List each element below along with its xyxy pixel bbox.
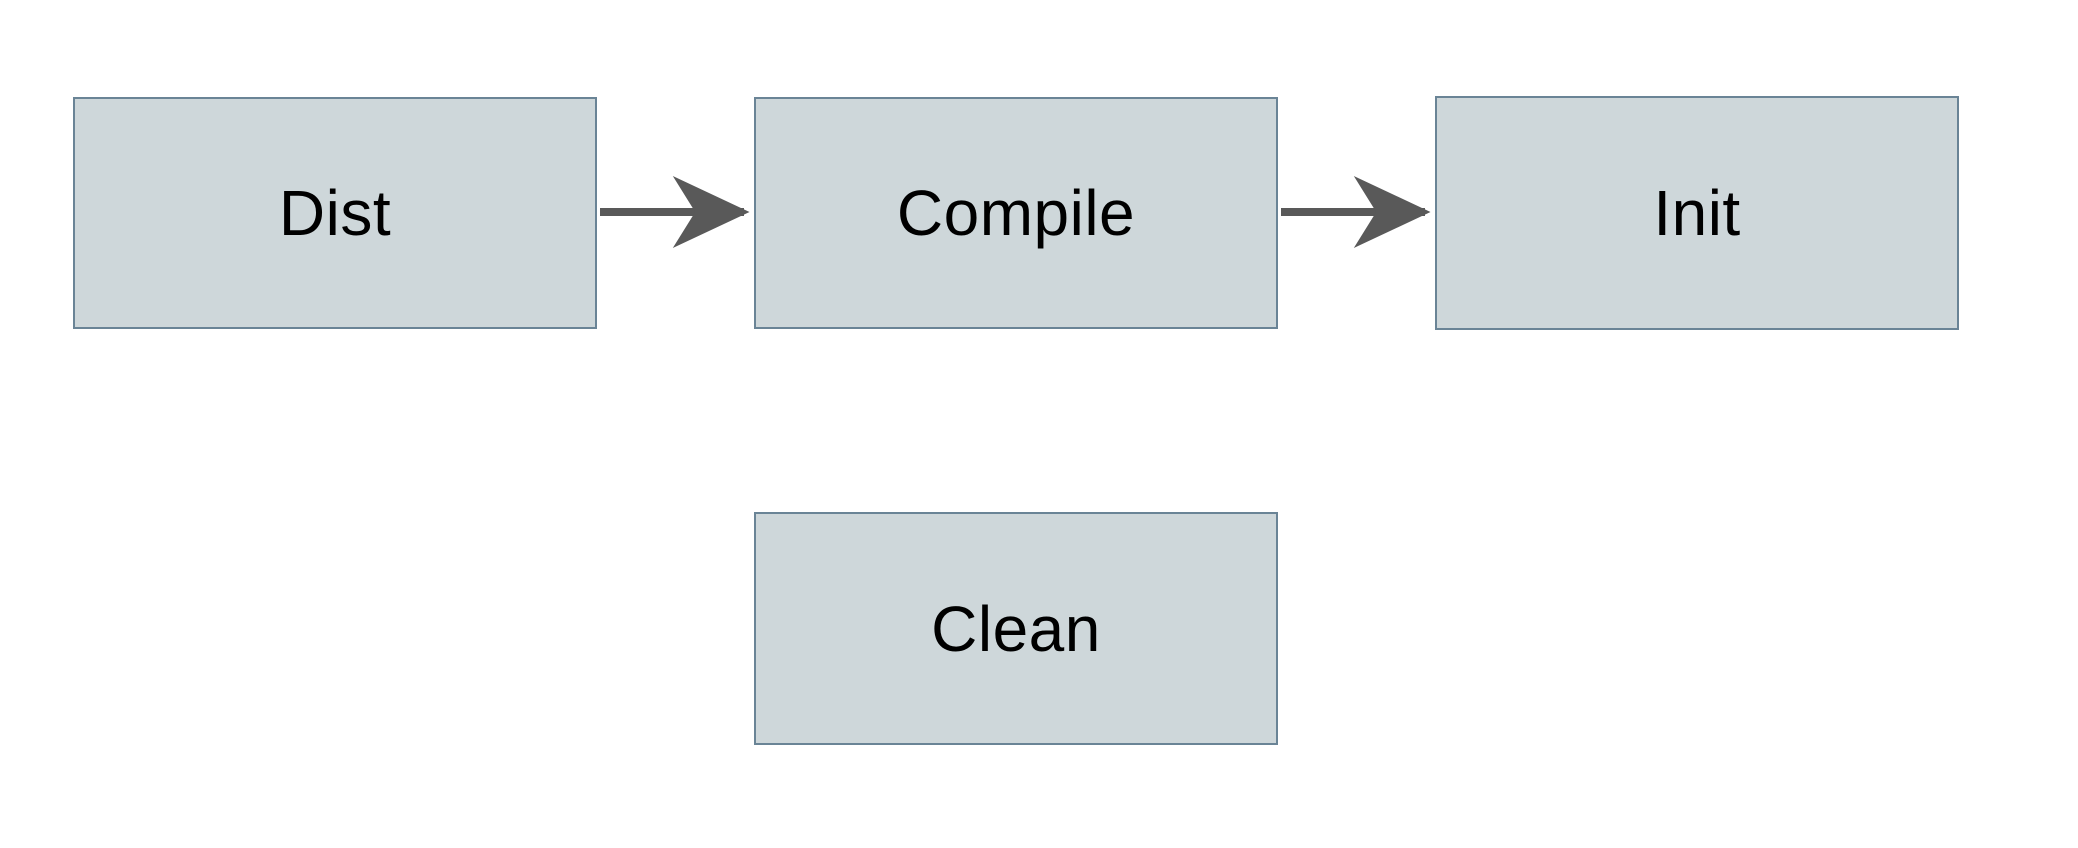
node-dist-label: Dist	[278, 177, 392, 249]
node-init-label: Init	[1653, 177, 1741, 249]
node-dist[interactable]: Dist	[73, 97, 597, 329]
node-compile[interactable]: Compile	[754, 97, 1278, 329]
node-clean-label: Clean	[931, 592, 1101, 665]
node-compile-label: Compile	[896, 177, 1136, 249]
node-clean[interactable]: Clean	[754, 512, 1278, 745]
node-init[interactable]: Init	[1435, 96, 1959, 330]
